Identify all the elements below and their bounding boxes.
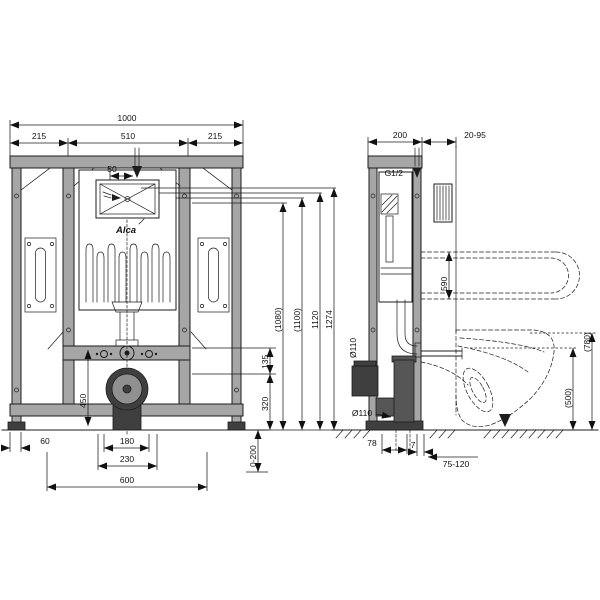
dim-width-left: 215 xyxy=(32,131,46,141)
dim-gap-135: 135 xyxy=(260,355,270,369)
fixing-studs xyxy=(95,350,158,358)
side-cistern xyxy=(378,171,413,303)
dim-spacing-600: 600 xyxy=(120,475,134,485)
floor xyxy=(1,429,599,439)
side-dimensions: 200 20-95 590 Ø110 Ø110 (500) (780) 78 7… xyxy=(348,130,597,469)
front-inner-column-right xyxy=(178,167,191,407)
dim-bowl-length: 590 xyxy=(439,277,449,291)
front-left-foot xyxy=(7,421,26,431)
dim-height-450: 450 xyxy=(78,394,88,408)
cistern-body xyxy=(78,169,177,311)
front-view: Alca xyxy=(7,147,246,435)
dim-width-total: 1000 xyxy=(118,113,137,123)
flush-plate-side xyxy=(433,183,453,223)
window-pointer-arrow xyxy=(112,194,121,201)
dim-height-780: (780) xyxy=(582,332,592,352)
water-inlet-side: G1/2 xyxy=(385,147,421,178)
dim-leg-adjust: 0-200 xyxy=(248,445,258,467)
dim-depth: 200 xyxy=(393,130,407,140)
dim-height-500: (500) xyxy=(563,388,573,408)
dim-spacing-230: 230 xyxy=(120,454,134,464)
front-dimensions: 1000 215 510 215 50 (1080) (1100) 1120 1… xyxy=(1,113,338,491)
side-top-rail xyxy=(367,155,423,169)
dim-waste-dia-lower: Ø110 xyxy=(352,408,372,418)
load-arrow xyxy=(499,414,511,427)
dim-window-offset: 50 xyxy=(107,164,117,174)
dim-spacing-180: 180 xyxy=(120,436,134,446)
dim-width-right: 215 xyxy=(208,131,222,141)
dim-plate-7: 7 xyxy=(411,440,416,450)
water-inlet-marker xyxy=(132,147,142,178)
dim-height-c: 1120 xyxy=(310,310,320,329)
front-right-foot xyxy=(227,421,246,431)
dim-wall-gap: 20-95 xyxy=(464,130,486,140)
cistern-corrugation xyxy=(85,243,171,303)
dim-height-d: 1274 xyxy=(324,310,334,329)
front-right-leg xyxy=(231,167,242,425)
flush-plate-window xyxy=(95,179,160,219)
flush-pipe xyxy=(111,301,143,361)
front-top-rail xyxy=(9,155,244,169)
dim-range-75-120: 75-120 xyxy=(443,459,470,469)
dim-height-a: (1080) xyxy=(273,307,283,332)
floor-hatching xyxy=(335,429,564,439)
seat-outline-dashed xyxy=(420,251,580,300)
mounting-plate-right xyxy=(197,237,230,313)
front-inner-column-left xyxy=(62,167,75,407)
dim-height-b: (1100) xyxy=(292,308,302,332)
dim-gap-320: 320 xyxy=(260,397,270,411)
brand-logo: Alca xyxy=(115,225,136,236)
dim-water-inlet: G1/2 xyxy=(385,168,404,178)
front-left-leg xyxy=(11,167,22,425)
wc-bowl-dashed xyxy=(420,329,555,427)
mounting-plate-left xyxy=(24,237,57,313)
dim-waste-dia-upper: Ø110 xyxy=(348,338,358,358)
side-view: G1/2 xyxy=(351,145,580,453)
waste-bend-side xyxy=(351,355,417,453)
dim-width-center: 510 xyxy=(121,131,135,141)
dim-offset-60: 60 xyxy=(40,436,50,446)
waste-elbow xyxy=(105,367,149,431)
dim-offset-78: 78 xyxy=(367,438,377,448)
